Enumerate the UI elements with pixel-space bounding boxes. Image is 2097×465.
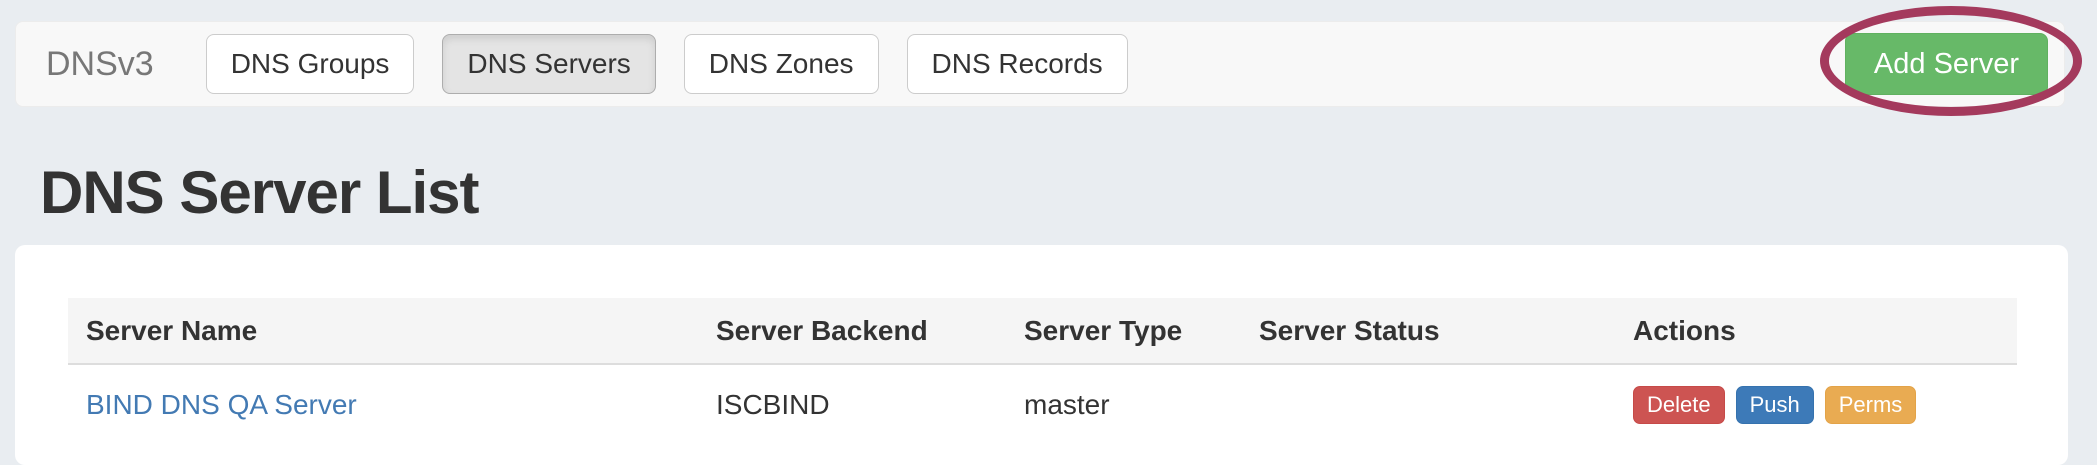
nav-tab-dns-zones[interactable]: DNS Zones <box>683 34 879 94</box>
nav-tab-dns-records[interactable]: DNS Records <box>906 34 1128 94</box>
perms-button[interactable]: Perms <box>1824 386 1917 424</box>
server-name-link[interactable]: BIND DNS QA Server <box>86 389 357 420</box>
app-brand: DNSv3 <box>46 44 154 83</box>
table-header-row: Server Name Server Backend Server Type S… <box>68 298 2017 365</box>
nav-tab-dns-servers[interactable]: DNS Servers <box>442 34 656 94</box>
table-row: BIND DNS QA Server ISCBIND master Delete… <box>68 365 2017 445</box>
server-list-card: Server Name Server Backend Server Type S… <box>15 245 2068 465</box>
column-header-server-backend: Server Backend <box>716 314 928 346</box>
actions-cell: Delete Push Perms <box>1615 386 2017 424</box>
column-header-actions: Actions <box>1633 314 1736 346</box>
push-button[interactable]: Push <box>1735 386 1814 424</box>
server-backend-cell: ISCBIND <box>716 389 830 420</box>
server-type-cell: master <box>1024 389 1110 420</box>
add-server-button[interactable]: Add Server <box>1844 33 2048 95</box>
page-title: DNS Server List <box>40 159 480 226</box>
server-name-cell: BIND DNS QA Server <box>68 389 698 421</box>
navbar: DNSv3 DNS Groups DNS Servers DNS Zones D… <box>15 21 2065 107</box>
column-header-server-name: Server Name <box>86 314 258 346</box>
delete-button[interactable]: Delete <box>1633 386 1725 424</box>
nav-tab-dns-groups[interactable]: DNS Groups <box>205 34 415 94</box>
column-header-server-status: Server Status <box>1259 314 1440 346</box>
column-header-server-type: Server Type <box>1024 314 1183 346</box>
